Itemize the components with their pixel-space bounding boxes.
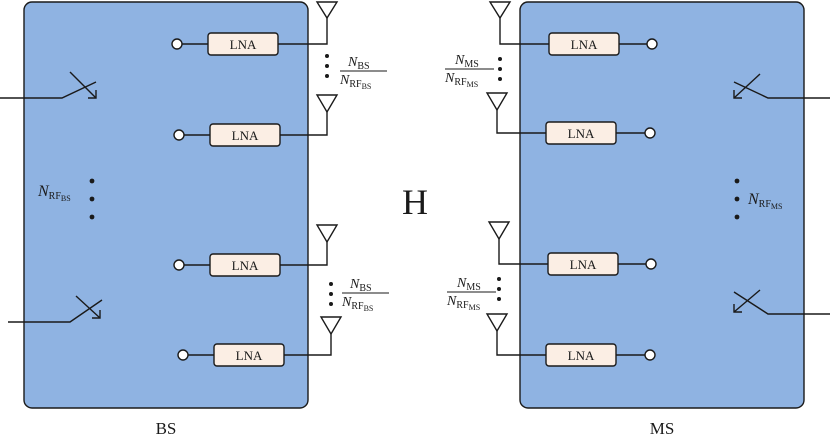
lna-label: LNA — [571, 37, 598, 52]
lna-label: LNA — [232, 258, 259, 273]
lna-label: LNA — [232, 128, 259, 143]
bs-lna-row-3 — [173, 242, 328, 277]
antenna-icon — [315, 94, 339, 114]
bs-rf-ellipsis — [89, 178, 95, 220]
bs-antenna-fraction-1: NBS NRFBS — [339, 55, 387, 91]
ms-antenna-fraction-2: NMS NRFMS — [446, 276, 496, 312]
svg-text:NBS: NBS — [347, 55, 370, 72]
svg-text:NRFMS: NRFMS — [444, 71, 478, 89]
bs-antenna-fraction-2: NBS NRFBS — [341, 277, 389, 313]
antenna-icon — [487, 221, 511, 241]
bs-rf-chain-1 — [0, 71, 97, 99]
ms-rf-chain-1 — [733, 73, 830, 99]
bs-label: BS — [156, 419, 177, 438]
antenna-icon — [315, 224, 339, 244]
ms-antenna-ellipsis — [497, 57, 502, 301]
port-circle-icon — [644, 127, 656, 139]
svg-text:NMS: NMS — [456, 276, 481, 293]
ms-panel — [519, 1, 805, 409]
svg-text:NRFBS: NRFBS — [341, 295, 373, 313]
bs-lna-row-2 — [173, 112, 328, 147]
svg-text:NRFBS: NRFBS — [339, 73, 371, 91]
bs-lna-row-1 — [171, 18, 328, 56]
svg-text:NBS: NBS — [349, 277, 372, 294]
ms-lna-row-2 — [496, 110, 656, 145]
lna-label: LNA — [230, 37, 257, 52]
ms-rf-chain-label: NRFMS — [747, 191, 782, 211]
port-circle-icon — [173, 259, 185, 271]
port-circle-icon — [646, 38, 658, 50]
port-circle-icon — [644, 349, 656, 361]
ms-lna-row-4 — [496, 331, 656, 367]
svg-text:NRFMS: NRFMS — [446, 294, 480, 312]
lna-label: LNA — [570, 257, 597, 272]
lna-label: LNA — [568, 348, 595, 363]
port-circle-icon — [173, 129, 185, 141]
antenna-icon — [485, 92, 509, 112]
bs-panel — [23, 1, 309, 409]
antenna-icon — [319, 316, 343, 336]
bs-lna-row-4 — [177, 334, 332, 367]
svg-text:NMS: NMS — [454, 53, 479, 70]
ms-lna-row-3 — [498, 239, 657, 276]
port-circle-icon — [645, 258, 657, 270]
ms-rf-ellipsis — [734, 178, 740, 220]
ms-lna-row-1 — [499, 18, 658, 56]
bs-rf-chain-label: NRFBS — [37, 183, 71, 203]
lna-label: LNA — [236, 348, 263, 363]
bs-rf-chain-2 — [8, 295, 103, 323]
antenna-icon — [485, 313, 509, 333]
port-circle-icon — [177, 349, 189, 361]
antenna-icon — [315, 1, 339, 20]
lna-label: LNA — [568, 126, 595, 141]
ms-label: MS — [650, 419, 675, 438]
port-circle-icon — [171, 38, 183, 50]
channel-label: H — [402, 182, 428, 222]
ms-rf-chain-2 — [733, 289, 830, 315]
ms-antenna-fraction-1: NMS NRFMS — [444, 53, 494, 89]
bs-antenna-ellipsis — [325, 54, 333, 306]
antenna-icon — [488, 1, 512, 20]
